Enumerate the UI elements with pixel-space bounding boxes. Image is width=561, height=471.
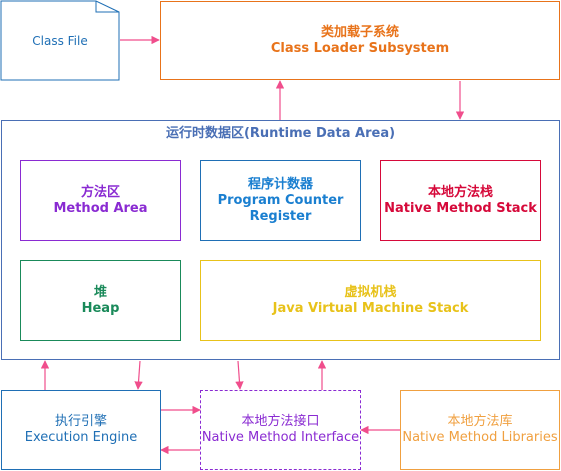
native-libraries-en: Native Method Libraries	[402, 430, 558, 445]
jvm-stack: 虚拟机栈 Java Virtual Machine Stack	[200, 260, 541, 341]
native-stack-zh: 本地方法栈	[427, 184, 493, 200]
class-loader-en: Class Loader Subsystem	[270, 40, 450, 56]
method-area: 方法区 Method Area	[20, 160, 181, 241]
heap: 堆 Heap	[20, 260, 181, 341]
method-area-en: Method Area	[53, 200, 148, 216]
native-interface-zh: 本地方法接口	[241, 414, 320, 429]
class-file: Class File	[1, 1, 119, 80]
heap-zh: 堆	[93, 284, 107, 300]
heap-en: Heap	[81, 300, 120, 316]
program-counter-en-line1: Program Counter	[217, 192, 344, 208]
native-libraries-zh: 本地方法库	[447, 414, 513, 429]
class-loader-zh: 类加载子系统	[320, 24, 399, 40]
program-counter-zh: 程序计数器	[247, 176, 313, 192]
class-file-shape	[0, 0, 120, 81]
native-stack-en: Native Method Stack	[384, 200, 537, 216]
execution-engine-zh: 执行引擎	[54, 414, 107, 429]
execution-engine-en: Execution Engine	[24, 430, 138, 445]
method-area-zh: 方法区	[80, 184, 120, 200]
jvm-stack-en: Java Virtual Machine Stack	[272, 300, 469, 316]
program-counter-register: 程序计数器 Program Counter Register	[200, 160, 361, 241]
program-counter-en-line2: Register	[249, 208, 312, 224]
native-method-libraries: 本地方法库 Native Method Libraries	[400, 390, 560, 470]
native-method-stack: 本地方法栈 Native Method Stack	[380, 160, 541, 241]
jvm-stack-zh: 虚拟机栈	[344, 284, 397, 300]
class-loader-subsystem: 类加载子系统 Class Loader Subsystem	[160, 1, 560, 80]
class-file-fold	[95, 1, 119, 13]
runtime-data-area	[1, 120, 560, 360]
arrow-runtime-to-engine	[134, 360, 143, 390]
arrow-runtime-to-interface	[235, 360, 244, 390]
runtime-data-area-title: 运行时数据区(Runtime Data Area)	[165, 126, 396, 141]
native-interface-en: Native Method Interface	[201, 430, 360, 445]
execution-engine: 执行引擎 Execution Engine	[1, 390, 161, 470]
class-file-label: Class File	[32, 33, 88, 48]
native-method-interface: 本地方法接口 Native Method Interface	[200, 390, 361, 470]
